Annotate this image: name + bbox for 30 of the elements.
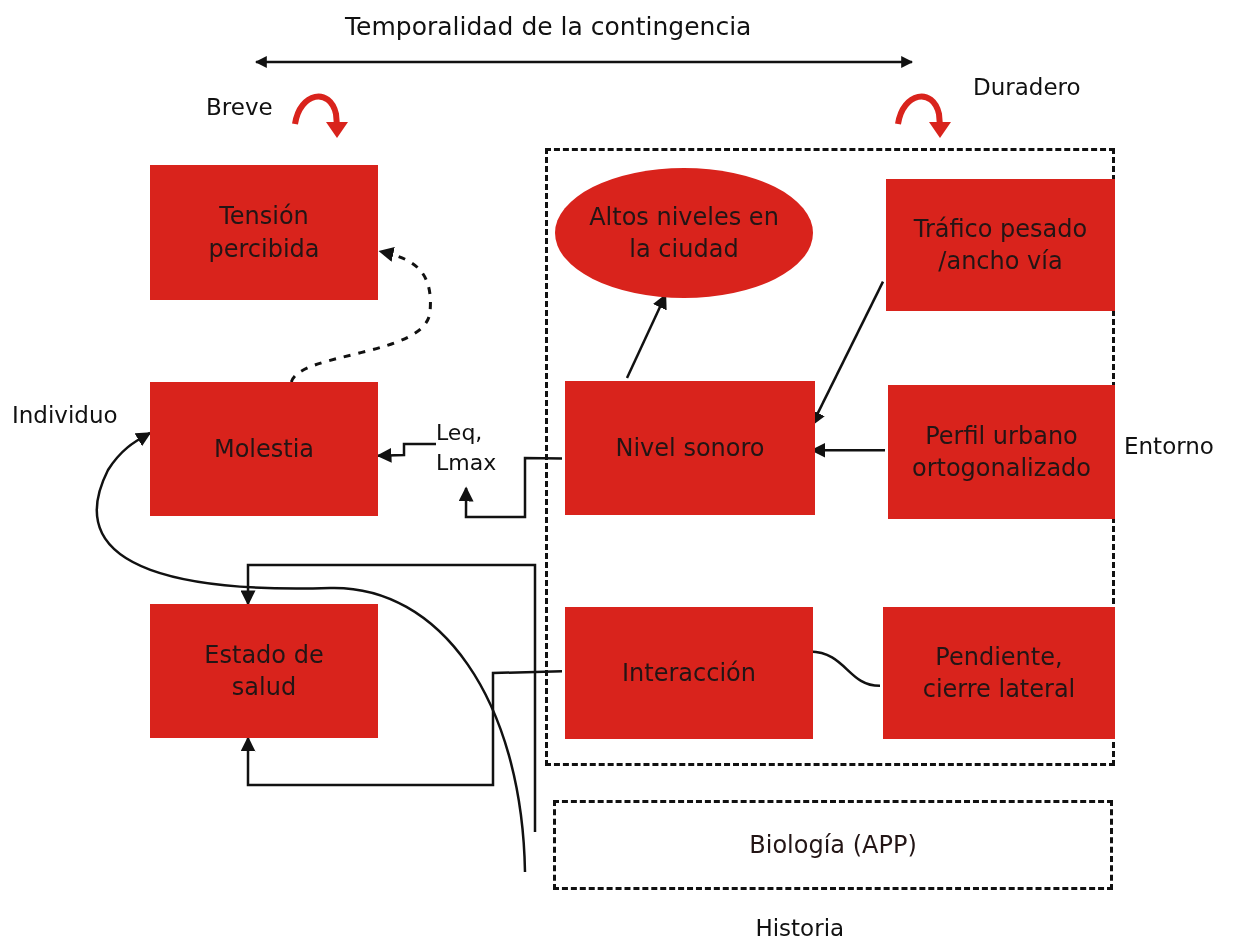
node-text: Tráfico pesado /ancho vía xyxy=(912,213,1089,277)
node-text: Interacción xyxy=(621,657,757,689)
arrow xyxy=(458,456,562,519)
process-box xyxy=(565,381,815,515)
node-text: Altos niveles en la ciudad xyxy=(588,201,780,265)
text-label: Individuo xyxy=(12,402,118,428)
node-text: Estado de salud xyxy=(203,639,325,703)
node-text: Biología (APP) xyxy=(748,829,918,861)
arrow xyxy=(240,670,563,787)
process-box xyxy=(150,165,378,300)
arrow xyxy=(95,431,527,873)
dashed-arrow xyxy=(290,247,432,383)
side-label: Entorno xyxy=(1124,432,1214,459)
process-box xyxy=(883,607,1115,739)
node-text: Tensión percibida xyxy=(207,201,321,265)
text-label: Duradero xyxy=(973,74,1081,100)
process-box xyxy=(565,607,813,739)
process-box xyxy=(150,382,378,516)
arrow xyxy=(240,563,537,832)
process-box xyxy=(886,179,1115,311)
node-text: Nivel sonoro xyxy=(614,432,766,464)
process-box xyxy=(150,604,378,738)
measure-label: Leq, Lmax xyxy=(436,419,498,477)
process-box xyxy=(888,385,1115,519)
side-label: Historia xyxy=(755,915,845,941)
node-text: Perfil urbano ortogonalizado xyxy=(910,420,1092,484)
node-text: Pendiente, cierre lateral xyxy=(921,641,1077,705)
node-text: Molestia xyxy=(212,433,316,465)
text-label: Temporalidad de la contingencia xyxy=(345,12,752,41)
text-label: Breve xyxy=(206,94,273,120)
